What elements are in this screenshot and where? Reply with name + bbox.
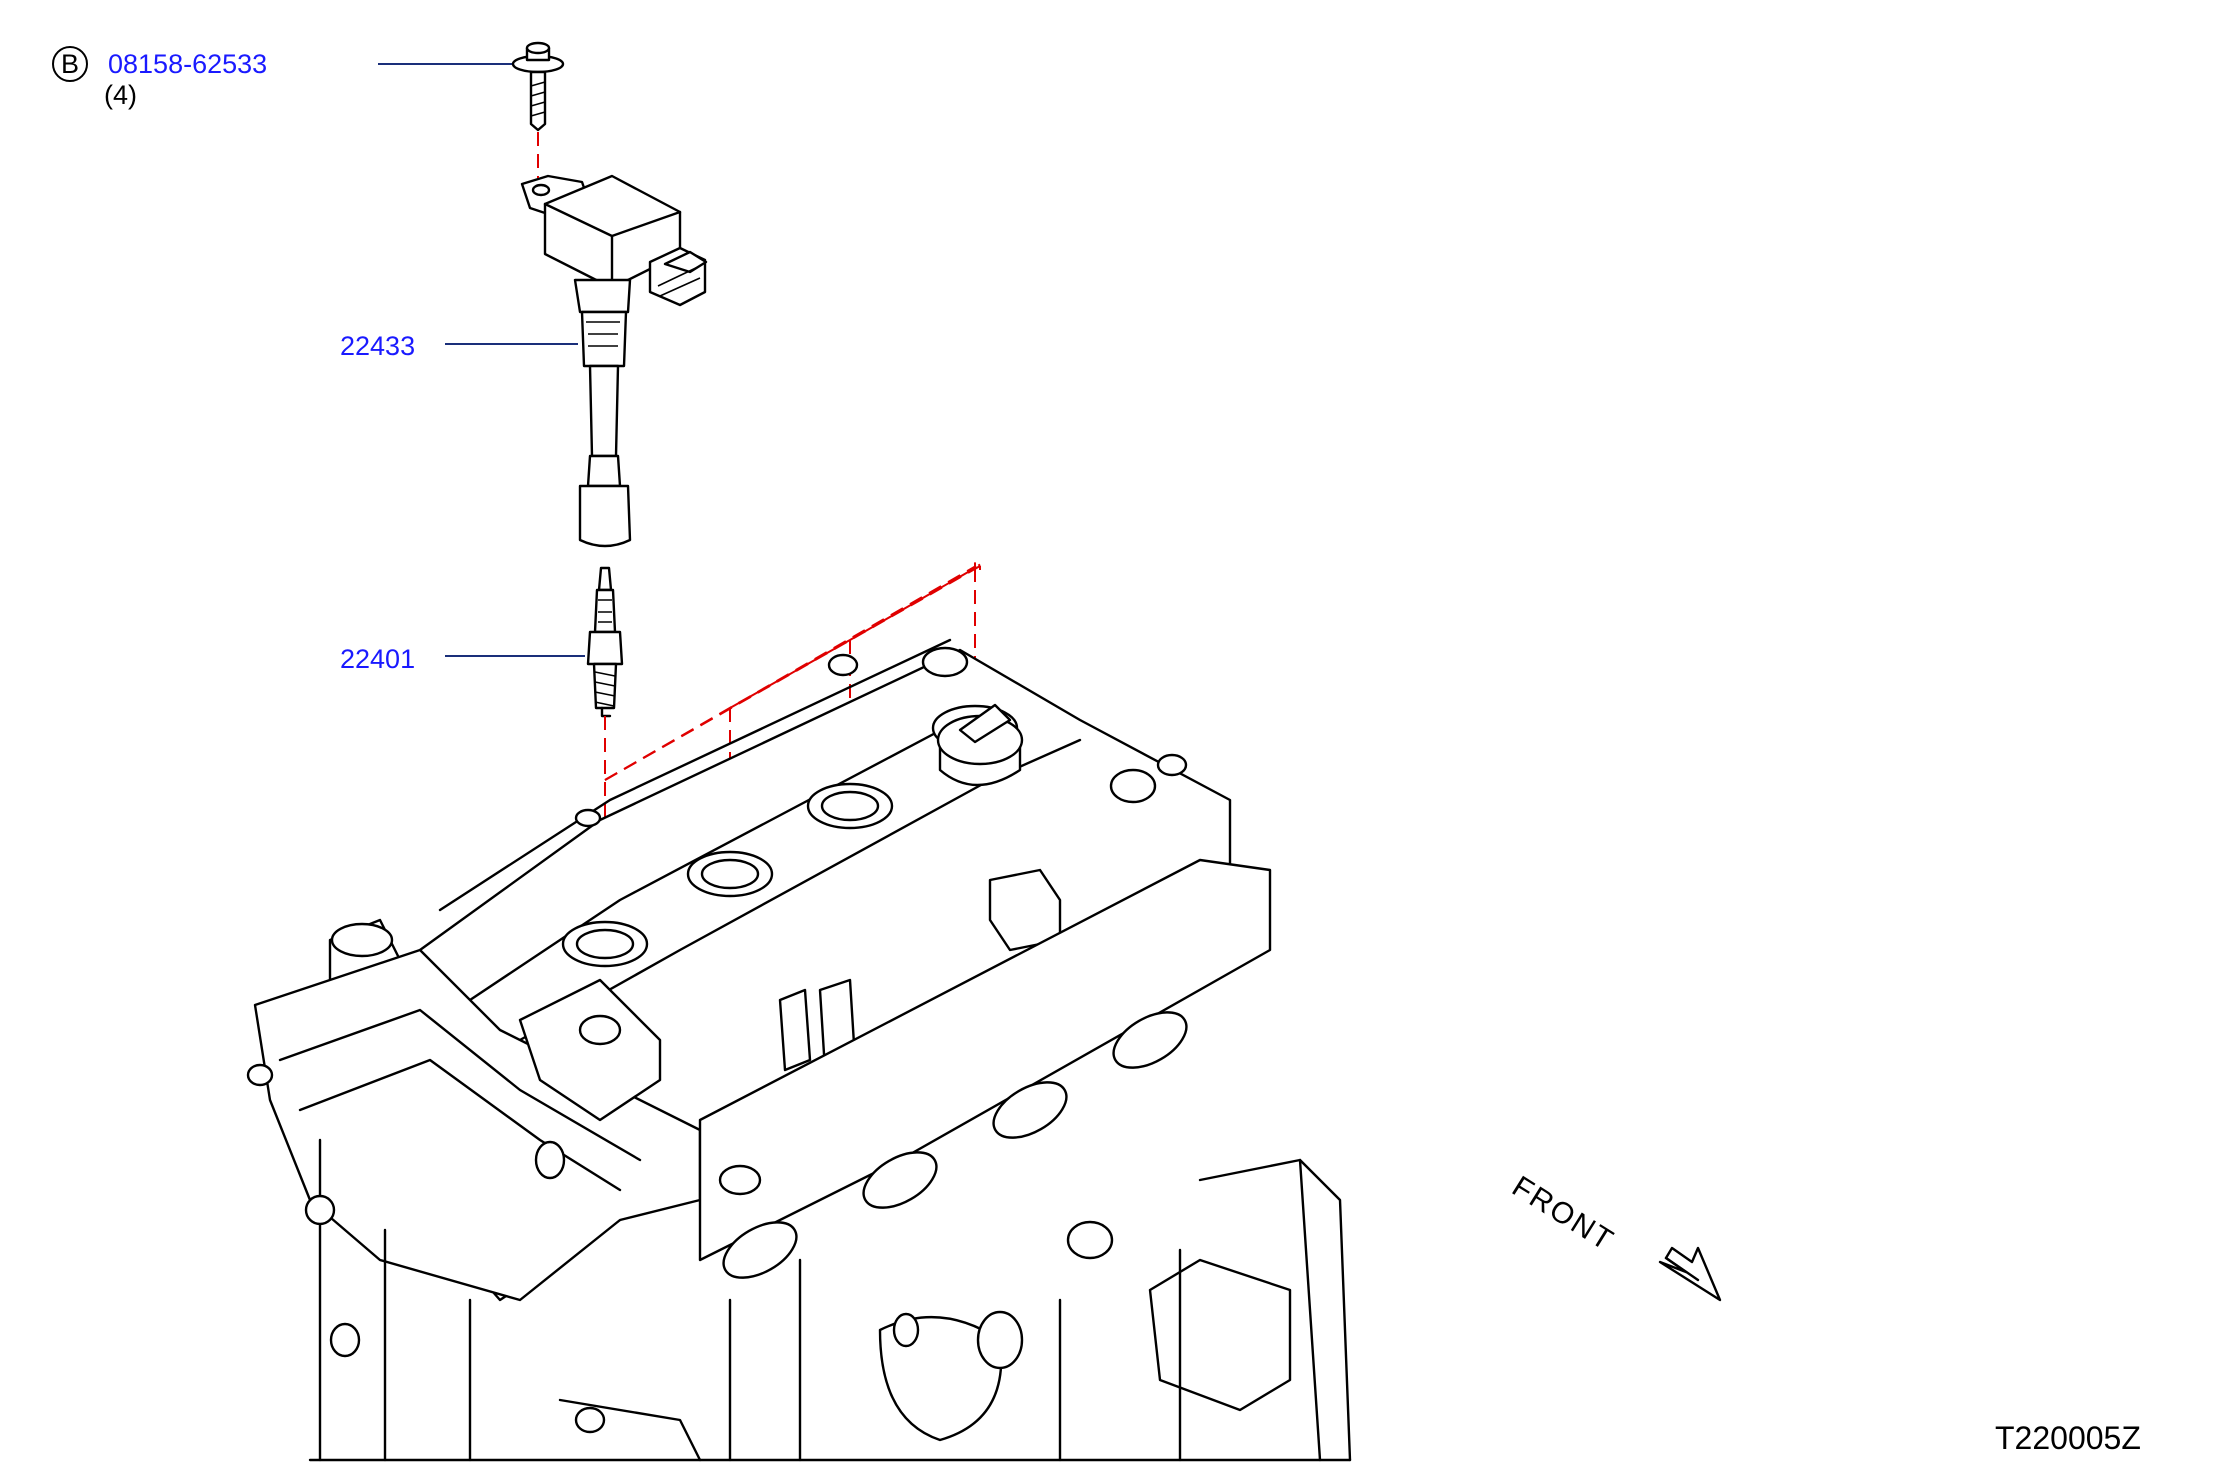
front-direction-indicator: FRONT <box>1506 1170 1722 1302</box>
bolt-reference-symbol: B <box>61 49 79 79</box>
bolt-quantity: (4) <box>104 80 137 110</box>
engine-head-illustration <box>246 638 1352 1462</box>
bolt-callout: B 08158-62533 (4) <box>52 46 512 110</box>
bolt-reference-circle <box>52 46 88 82</box>
spark-plug-illustration <box>586 566 624 718</box>
bolt-part-number-link[interactable]: 08158-62533 <box>108 49 267 79</box>
ignition-coil-part-number-link[interactable]: 22433 <box>340 331 415 361</box>
ignition-coil-callout: 22433 <box>340 331 578 361</box>
spark-plug-callout: 22401 <box>340 644 585 674</box>
spark-plug-part-number-link[interactable]: 22401 <box>340 644 415 674</box>
ignition-coil-illustration <box>520 174 708 548</box>
front-label: FRONT <box>1506 1170 1620 1258</box>
diagram-code: T220005Z <box>1995 1420 2141 1456</box>
bolt-illustration <box>511 41 565 132</box>
